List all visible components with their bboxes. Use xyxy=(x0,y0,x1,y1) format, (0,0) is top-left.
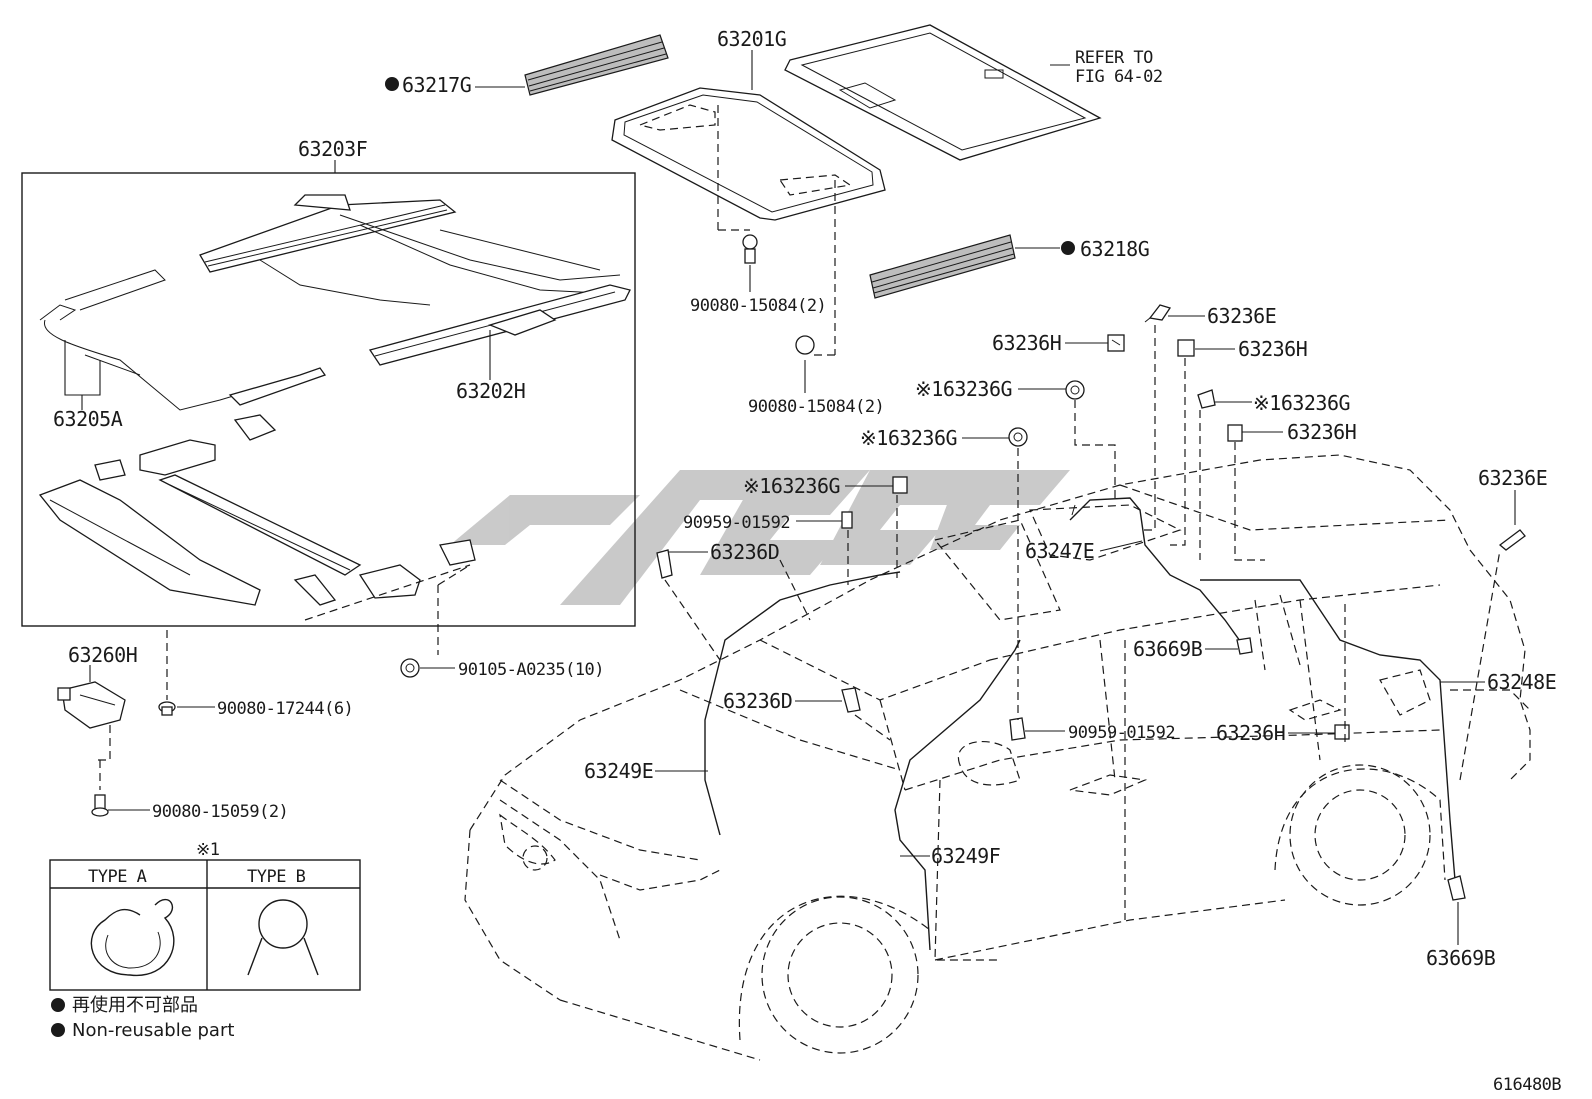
legend-en: Non-reusable part xyxy=(72,1020,234,1041)
screw-90080-15084-a xyxy=(717,105,758,264)
label-63236h-4: 63236H xyxy=(1216,721,1285,745)
sunroof-glass-63201g xyxy=(611,87,886,221)
label-63236g-1: ※163236G xyxy=(915,377,1012,401)
legend-bullet-icon-jp xyxy=(51,998,65,1012)
sunroof-frame-body xyxy=(259,214,621,306)
grommet-63236g-2 xyxy=(1197,389,1216,409)
plug-90959-01592-a xyxy=(841,511,853,529)
label-63247e: 63247E xyxy=(1025,539,1094,563)
label-90105-a0235: 90105-A0235(10) xyxy=(458,660,604,680)
grommet-63236g-4 xyxy=(892,476,908,494)
drain-hose-63249f xyxy=(894,639,1021,951)
frame-group-box xyxy=(21,172,636,627)
label-63202h: 63202H xyxy=(456,379,525,403)
legend: 再使用不可部品 Non-reusable part xyxy=(51,995,234,1041)
drive-cable-63205a xyxy=(39,269,327,411)
weatherstrip-63218g xyxy=(869,234,1016,299)
label-63205a: 63205A xyxy=(53,407,123,431)
sunshade-assembly xyxy=(784,24,1102,161)
clip-63236h-4 xyxy=(1334,724,1350,740)
label-63203f: 63203F xyxy=(298,137,367,161)
front-rail-63202 xyxy=(199,194,457,273)
drain-hose-63248e xyxy=(1200,579,1456,881)
watermark-logo xyxy=(450,470,1070,605)
label-90080-15084-a: 90080-15084(2) xyxy=(690,296,826,316)
legend-bullet-icon-en xyxy=(51,1023,65,1037)
label-63236e-top: 63236E xyxy=(1207,304,1276,328)
type-a-header: TYPE A xyxy=(88,867,147,887)
type-reference-table: ※1 TYPE A TYPE B xyxy=(49,840,361,991)
label-63248e: 63248E xyxy=(1487,670,1556,694)
label-63249f: 63249F xyxy=(931,844,1000,868)
label-refer-fig: FIG 64-02 xyxy=(1075,67,1163,87)
label-63249e: 63249E xyxy=(584,759,653,783)
label-63669b-1: 63669B xyxy=(1133,637,1203,661)
label-63236h-2: 63236H xyxy=(1238,337,1307,361)
type-b-header: TYPE B xyxy=(247,867,306,887)
label-90080-17244: 90080-17244(6) xyxy=(217,699,353,719)
clip-63236e-right xyxy=(1498,529,1526,551)
label-63236e-right: 63236E xyxy=(1478,466,1547,490)
note-mark: ※1 xyxy=(196,840,220,860)
valve-63669b-1 xyxy=(1236,637,1253,655)
label-90959-01592-b: 90959-01592 xyxy=(1068,723,1175,743)
plug-90959-01592-b xyxy=(1009,717,1026,741)
clip-63236d-1 xyxy=(656,549,673,579)
clip-63236h-2 xyxy=(1177,339,1195,357)
non-reusable-bullet-icon xyxy=(385,77,399,91)
figure-id: 616480B xyxy=(1493,1075,1561,1095)
weatherstrip-63217g xyxy=(524,34,669,96)
clip-63236h-3 xyxy=(1227,424,1243,442)
label-63201g: 63201G xyxy=(717,27,786,51)
bolt-90080-17244 xyxy=(158,701,176,716)
grommet-63236g-3 xyxy=(1008,427,1028,447)
label-63236h-1: 63236H xyxy=(992,331,1061,355)
valve-63669b-2 xyxy=(1447,875,1466,901)
clip-63236e-top xyxy=(1144,304,1172,323)
clip-63236h-1 xyxy=(1107,334,1125,352)
label-63236d-1: 63236D xyxy=(710,540,779,564)
legend-jp: 再使用不可部品 xyxy=(72,995,198,1016)
label-63236g-4: ※163236G xyxy=(743,474,840,498)
label-63236g-3: ※163236G xyxy=(860,426,957,450)
label-63218g: 63218G xyxy=(1080,237,1149,261)
grommet-63236g-1 xyxy=(1065,380,1085,400)
bolt-90080-15059 xyxy=(91,794,109,817)
drain-hose-63249e xyxy=(704,571,901,836)
clip-63236d-2 xyxy=(841,687,861,713)
part-labels: 63217G 63201G REFER TO FIG 64-02 63203F … xyxy=(53,27,1557,970)
label-90080-15059: 90080-15059(2) xyxy=(152,802,288,822)
label-90080-15084-b: 90080-15084(2) xyxy=(748,397,884,417)
label-refer-to: REFER TO xyxy=(1075,48,1153,68)
label-63669b-2: 63669B xyxy=(1426,946,1496,970)
side-rail-63202h xyxy=(368,284,631,366)
label-63217g: 63217G xyxy=(402,73,471,97)
type-a-clip-icon xyxy=(90,898,175,976)
type-b-clip-icon xyxy=(247,899,319,976)
label-63260h: 63260H xyxy=(68,643,137,667)
rear-frame-parts xyxy=(38,414,476,621)
label-63236h-3: 63236H xyxy=(1287,420,1356,444)
screw-90080-15084-b xyxy=(795,180,836,356)
callout-dashes xyxy=(664,325,1501,781)
drain-hose-63247e xyxy=(1069,497,1246,649)
label-63236g-2: ※163236G xyxy=(1253,391,1350,415)
label-90959-01592-a: 90959-01592 xyxy=(683,513,790,533)
non-reusable-bullet-icon-2 xyxy=(1061,241,1075,255)
sunroof-motor-63260h xyxy=(57,681,126,729)
nut-90105-a0235 xyxy=(400,658,420,678)
label-63236d-2: 63236D xyxy=(723,689,792,713)
